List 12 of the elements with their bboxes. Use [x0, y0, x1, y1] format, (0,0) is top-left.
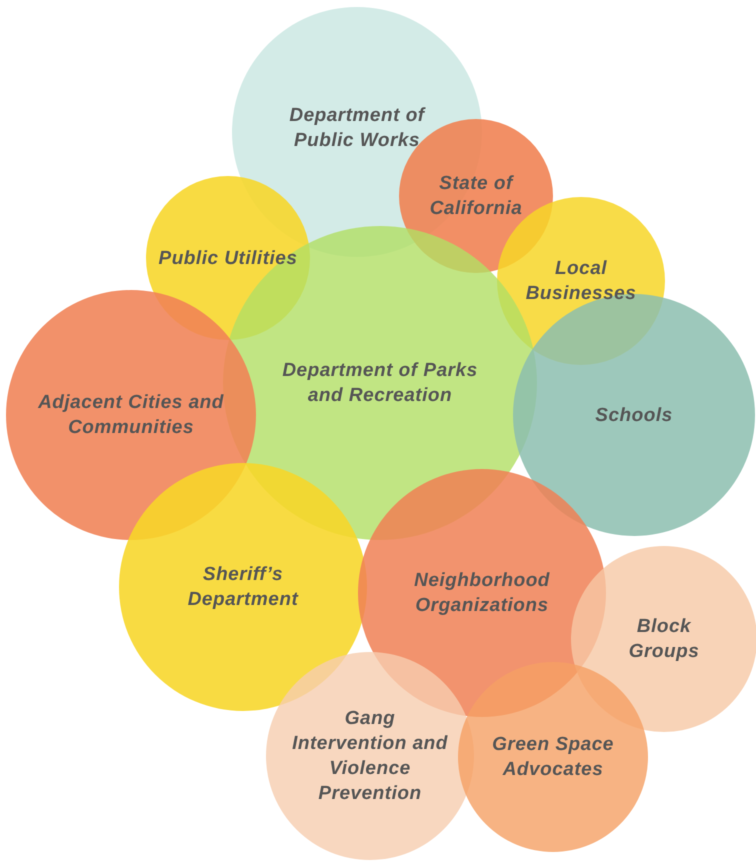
- circle-label: Local Businesses: [524, 257, 638, 306]
- circle-label: Neighborhood Organizations: [413, 569, 551, 618]
- circle-label: Gang Intervention and Violence Prevention: [291, 707, 449, 806]
- circle-label: Adjacent Cities and Communities: [36, 391, 225, 440]
- circle-label: Schools: [595, 404, 673, 428]
- circle-label: Sheriff’s Department: [186, 563, 300, 612]
- circle-label: Public Utilities: [158, 246, 298, 270]
- circle-label: Department of Parks and Recreation: [281, 359, 479, 408]
- circle-label: Green Space Advocates: [491, 733, 615, 782]
- circle-label: State of California: [428, 172, 524, 221]
- circle-label: Block Groups: [628, 615, 700, 664]
- circle-label: Department of Public Works: [288, 104, 427, 153]
